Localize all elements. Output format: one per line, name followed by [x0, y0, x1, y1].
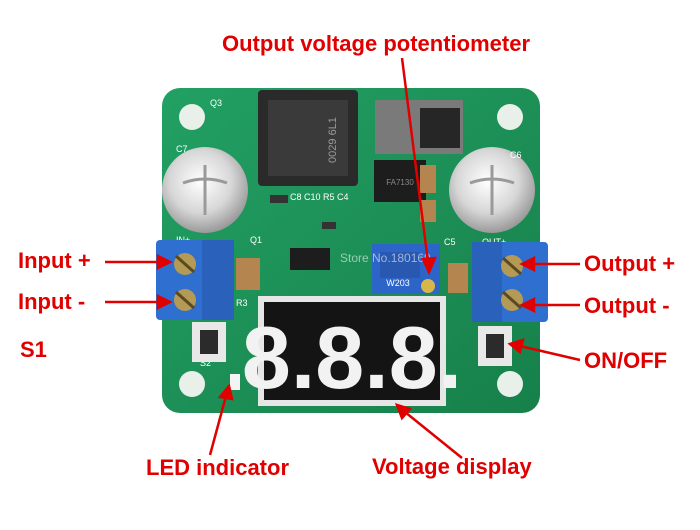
led-indicator-component	[230, 374, 240, 390]
s1-button	[192, 322, 226, 362]
callout-arrows	[105, 57, 581, 459]
store-watermark: Store No.180169	[340, 251, 431, 265]
label-voltage-display: Voltage display	[372, 454, 532, 479]
silk-q3: Q3	[210, 98, 222, 108]
capacitor-right	[449, 147, 535, 233]
label-on-off: ON/OFF	[584, 348, 668, 373]
label-input-plus: Input +	[18, 248, 91, 273]
seven-segment-display: 8.8.8.	[242, 296, 462, 407]
label-input-minus: Input -	[18, 289, 86, 314]
output-terminal	[472, 242, 548, 322]
display-digits: 8.8.8.	[242, 308, 462, 407]
pot-marking: W203	[386, 278, 410, 288]
label-output-voltage-potentiometer: Output voltage potentiometer	[222, 31, 530, 56]
control-ic	[290, 248, 330, 270]
label-output-plus: Output +	[584, 251, 676, 276]
silk-r3: R3	[236, 298, 248, 308]
label-led-indicator: LED indicator	[146, 455, 290, 480]
on-off-button	[478, 326, 512, 366]
inductor: 0029 6L1	[258, 90, 358, 186]
label-s1: S1	[20, 337, 47, 362]
inductor-marking: 0029 6L1	[327, 117, 339, 163]
silk-c8-c10: C8 C10 R5 C4	[290, 192, 349, 202]
input-terminal	[156, 240, 234, 320]
silk-c6: C6	[510, 150, 522, 160]
label-output-minus: Output -	[584, 293, 670, 318]
mounting-holes	[179, 104, 523, 397]
silk-s2: S2	[200, 358, 211, 368]
smd-components	[236, 165, 468, 293]
silk-c7: C7	[176, 144, 188, 154]
capacitor-left	[162, 147, 248, 233]
ic-marking: FA7130	[386, 178, 414, 187]
silk-c5: C5	[444, 237, 456, 247]
silk-q1: Q1	[250, 235, 262, 245]
